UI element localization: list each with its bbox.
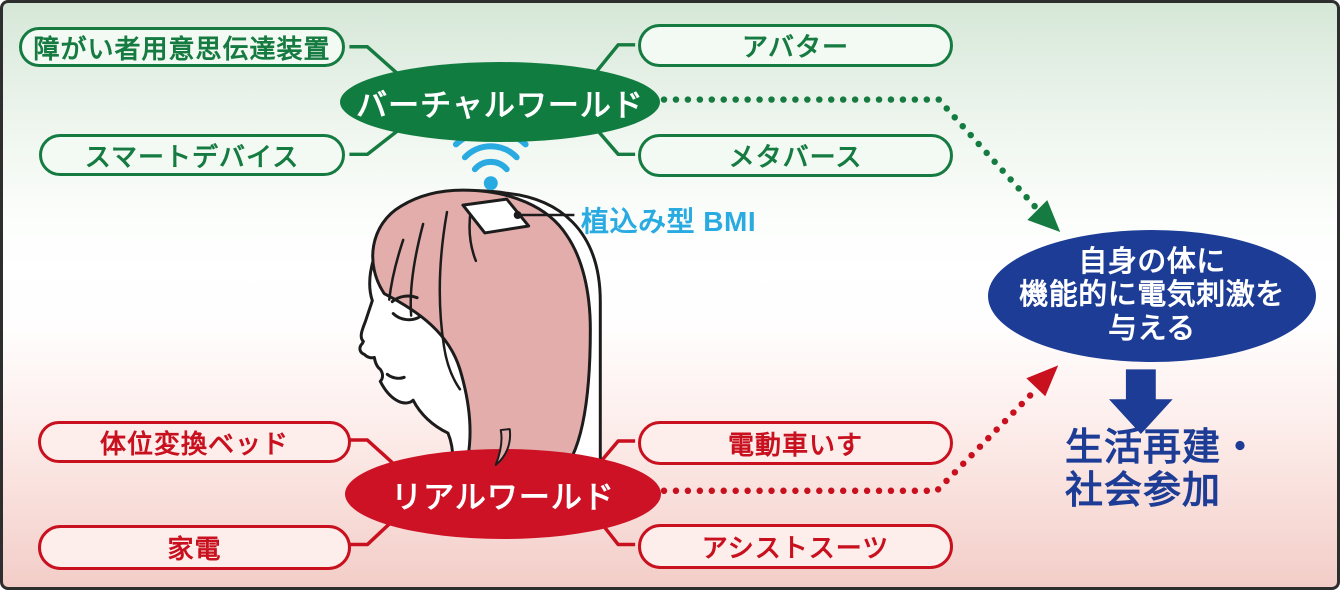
ellipse-electrical-stimulation: 自身の体に 機能的に電気刺激を 与える xyxy=(988,230,1316,362)
diagram-artwork xyxy=(349,43,1173,547)
real-world-label: リアルワールド xyxy=(391,479,615,515)
connector-lines-green xyxy=(349,43,636,157)
pill-communication-device: 障がい者用意思伝達装置 xyxy=(19,27,345,67)
outcome-line-1: 生活再建・ xyxy=(1065,427,1261,469)
pill-label: アバター xyxy=(742,32,849,62)
green-dotted-arrow xyxy=(660,96,1061,232)
head-illustration xyxy=(358,188,602,503)
pill-label: 電動車いす xyxy=(727,429,863,460)
pill-avatar: アバター xyxy=(638,24,953,67)
pill-electric-wheelchair: 電動車いす xyxy=(638,421,953,465)
pill-home-appliances: 家電 xyxy=(38,525,351,570)
pill-label: アシストスーツ xyxy=(701,533,890,563)
pill-metaverse: メタバース xyxy=(638,134,953,177)
pill-smart-device: スマートデバイス xyxy=(39,134,345,176)
blue-down-arrow xyxy=(1108,369,1173,435)
virtual-world-label: バーチャルワールド xyxy=(356,87,644,123)
pill-label: スマートデバイス xyxy=(84,141,300,172)
outcome-line-2: 社会参加 xyxy=(1065,469,1222,512)
pill-label: 体位変換ベッド xyxy=(99,428,289,459)
bmi-device-icon xyxy=(461,197,531,235)
pill-label: メタバース xyxy=(728,142,863,172)
red-dotted-arrow xyxy=(660,365,1059,495)
stimulation-line-2: 機能的に電気刺激を xyxy=(1019,279,1285,312)
pill-label: 家電 xyxy=(167,534,222,564)
stimulation-line-3: 与える xyxy=(1108,312,1196,345)
stimulation-line-1: 自身の体に xyxy=(1078,245,1226,278)
outcome-text: 生活再建・ 社会参加 xyxy=(1065,427,1260,512)
ellipse-virtual-world: バーチャルワールド xyxy=(340,62,660,142)
pill-positioning-bed: 体位変換ベッド xyxy=(38,421,351,463)
bmi-pointer-line xyxy=(513,211,575,220)
pill-assist-suit: アシストスーツ xyxy=(638,524,953,569)
pill-label: 障がい者用意思伝達装置 xyxy=(33,33,331,64)
bmi-label: 植込み型 BMI xyxy=(581,206,757,237)
ellipse-real-world: リアルワールド xyxy=(345,449,661,539)
